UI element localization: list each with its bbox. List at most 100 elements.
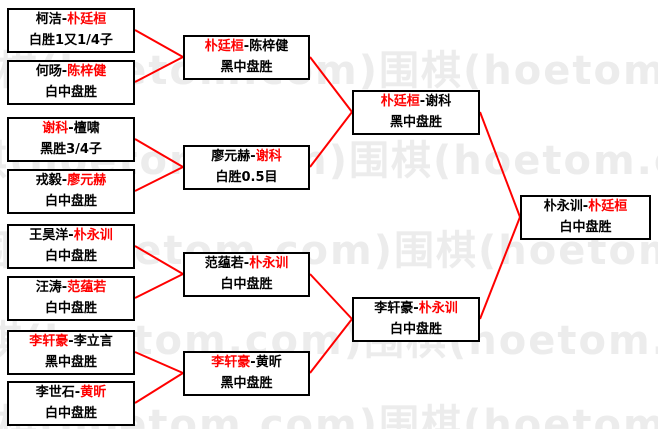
player-name: 戎毅 bbox=[35, 173, 62, 189]
match-result: 白胜1又1/4子 bbox=[29, 32, 113, 48]
match-box-r2-2: 廖元赫-谢科 白胜0.5目 bbox=[183, 145, 310, 190]
match-box-final: 朴永训-朴廷桓 白中盘胜 bbox=[520, 195, 651, 240]
match-result: 白中盘胜 bbox=[44, 405, 97, 421]
dash-separator: - bbox=[419, 94, 426, 110]
match-box-r3-1: 朴廷桓-谢科 黑中盘胜 bbox=[352, 90, 480, 135]
match-box-r1-1: 柯洁-朴廷桓 白胜1又1/4子 bbox=[7, 8, 135, 53]
connector-line bbox=[134, 56, 184, 83]
dash-separator: - bbox=[68, 334, 74, 350]
player-name: 汪涛 bbox=[35, 280, 62, 296]
match-result: 白中盘胜 bbox=[44, 84, 97, 100]
player-name: 范蕴若 bbox=[67, 280, 107, 296]
match-result: 白中盘胜 bbox=[44, 248, 97, 264]
connector-line bbox=[309, 273, 353, 320]
player-name: 廖元赫 bbox=[67, 173, 107, 189]
player-name: 黄昕 bbox=[255, 355, 282, 371]
match-box-r1-8: 李世石-黄昕 白中盘胜 bbox=[7, 381, 135, 426]
connector-line bbox=[134, 351, 184, 374]
match-players: 朴永训-朴廷桓 bbox=[544, 197, 627, 217]
connector-line bbox=[309, 56, 353, 113]
match-box-r2-3: 范蕴若-朴永训 白中盘胜 bbox=[183, 252, 310, 297]
match-players: 汪涛-范蕴若 bbox=[36, 278, 106, 298]
match-result: 白中盘胜 bbox=[44, 193, 97, 209]
match-result: 黑中盘胜 bbox=[220, 375, 273, 391]
connector-line bbox=[309, 318, 353, 374]
dash-separator: - bbox=[250, 149, 256, 165]
connector-line bbox=[134, 245, 184, 275]
match-players: 柯洁-朴廷桓 bbox=[36, 10, 106, 30]
dash-separator: - bbox=[61, 280, 68, 296]
player-name: 檀啸 bbox=[73, 121, 100, 137]
player-name: 陈梓健 bbox=[67, 64, 107, 80]
player-name: 朴永训 bbox=[249, 256, 289, 272]
dash-separator: - bbox=[61, 173, 68, 189]
connector-line bbox=[309, 111, 353, 168]
match-result: 黑胜3/4子 bbox=[40, 141, 102, 157]
dash-separator: - bbox=[250, 355, 256, 371]
player-name: 黄昕 bbox=[80, 385, 107, 401]
match-result: 白中盘胜 bbox=[44, 300, 97, 316]
player-name: 朴永训 bbox=[418, 301, 458, 317]
connector-line bbox=[134, 273, 184, 299]
match-players: 李轩豪-李立言 bbox=[29, 332, 112, 352]
match-players: 戎毅-廖元赫 bbox=[36, 171, 106, 191]
match-result: 白中盘胜 bbox=[559, 219, 612, 235]
connector-line bbox=[134, 29, 184, 58]
player-name: 朴永训 bbox=[73, 228, 113, 244]
match-box-r1-7: 李轩豪-李立言 黑中盘胜 bbox=[7, 330, 135, 375]
player-name: 李世石 bbox=[35, 385, 75, 401]
player-name: 李轩豪 bbox=[374, 301, 414, 317]
player-name: 朴廷桓 bbox=[67, 12, 107, 28]
connector-line bbox=[134, 138, 184, 168]
player-name: 范蕴若 bbox=[204, 256, 244, 272]
match-result: 白中盘胜 bbox=[220, 276, 273, 292]
player-name: 李立言 bbox=[73, 334, 113, 350]
dash-separator: - bbox=[243, 256, 250, 272]
match-box-r2-1: 朴廷桓-陈梓健 黑中盘胜 bbox=[183, 35, 310, 80]
player-name: 廖元赫 bbox=[211, 149, 251, 165]
player-name: 陈梓健 bbox=[249, 39, 289, 55]
player-name: 柯洁 bbox=[35, 12, 62, 28]
connector-line bbox=[479, 111, 521, 218]
match-result: 白胜0.5目 bbox=[215, 169, 278, 185]
player-name: 何旸 bbox=[35, 64, 62, 80]
dash-separator: - bbox=[243, 39, 250, 55]
player-name: 朴廷桓 bbox=[588, 199, 628, 215]
match-box-r1-6: 汪涛-范蕴若 白中盘胜 bbox=[7, 276, 135, 321]
player-name: 李轩豪 bbox=[211, 355, 251, 371]
dash-separator: - bbox=[61, 12, 68, 28]
dash-separator: - bbox=[74, 385, 81, 401]
match-result: 黑中盘胜 bbox=[389, 114, 442, 130]
dash-separator: - bbox=[61, 64, 68, 80]
match-box-r1-2: 何旸-陈梓健 白中盘胜 bbox=[7, 60, 135, 105]
connector-line bbox=[134, 372, 184, 404]
match-result: 黑中盘胜 bbox=[220, 59, 273, 75]
match-players: 朴廷桓-谢科 bbox=[381, 92, 451, 112]
match-players: 廖元赫-谢科 bbox=[211, 147, 281, 167]
match-box-r1-5: 王昊洋-朴永训 白中盘胜 bbox=[7, 224, 135, 269]
dash-separator: - bbox=[413, 301, 419, 317]
match-box-r1-4: 戎毅-廖元赫 白中盘胜 bbox=[7, 169, 135, 214]
match-box-r1-3: 谢科-檀啸 黑胜3/4子 bbox=[7, 117, 135, 162]
match-players: 李轩豪-黄昕 bbox=[211, 353, 281, 373]
match-result: 黑中盘胜 bbox=[44, 354, 97, 370]
match-result: 白中盘胜 bbox=[389, 321, 442, 337]
match-box-r3-2: 李轩豪-朴永训 白中盘胜 bbox=[352, 297, 480, 342]
match-players: 王昊洋-朴永训 bbox=[29, 226, 112, 246]
player-name: 谢科 bbox=[425, 94, 452, 110]
player-name: 谢科 bbox=[255, 149, 282, 165]
connector-line bbox=[134, 166, 184, 192]
player-name: 谢科 bbox=[42, 121, 69, 137]
match-players: 李轩豪-朴永训 bbox=[374, 299, 457, 319]
player-name: 李轩豪 bbox=[29, 334, 69, 350]
player-name: 朴廷桓 bbox=[204, 39, 244, 55]
match-players: 李世石-黄昕 bbox=[36, 383, 106, 403]
match-players: 何旸-陈梓健 bbox=[36, 62, 106, 82]
dash-separator: - bbox=[68, 121, 74, 137]
match-box-r2-4: 李轩豪-黄昕 黑中盘胜 bbox=[183, 351, 310, 396]
match-players: 谢科-檀啸 bbox=[42, 119, 99, 139]
player-name: 朴永训 bbox=[543, 199, 583, 215]
match-players: 朴廷桓-陈梓健 bbox=[205, 37, 288, 57]
